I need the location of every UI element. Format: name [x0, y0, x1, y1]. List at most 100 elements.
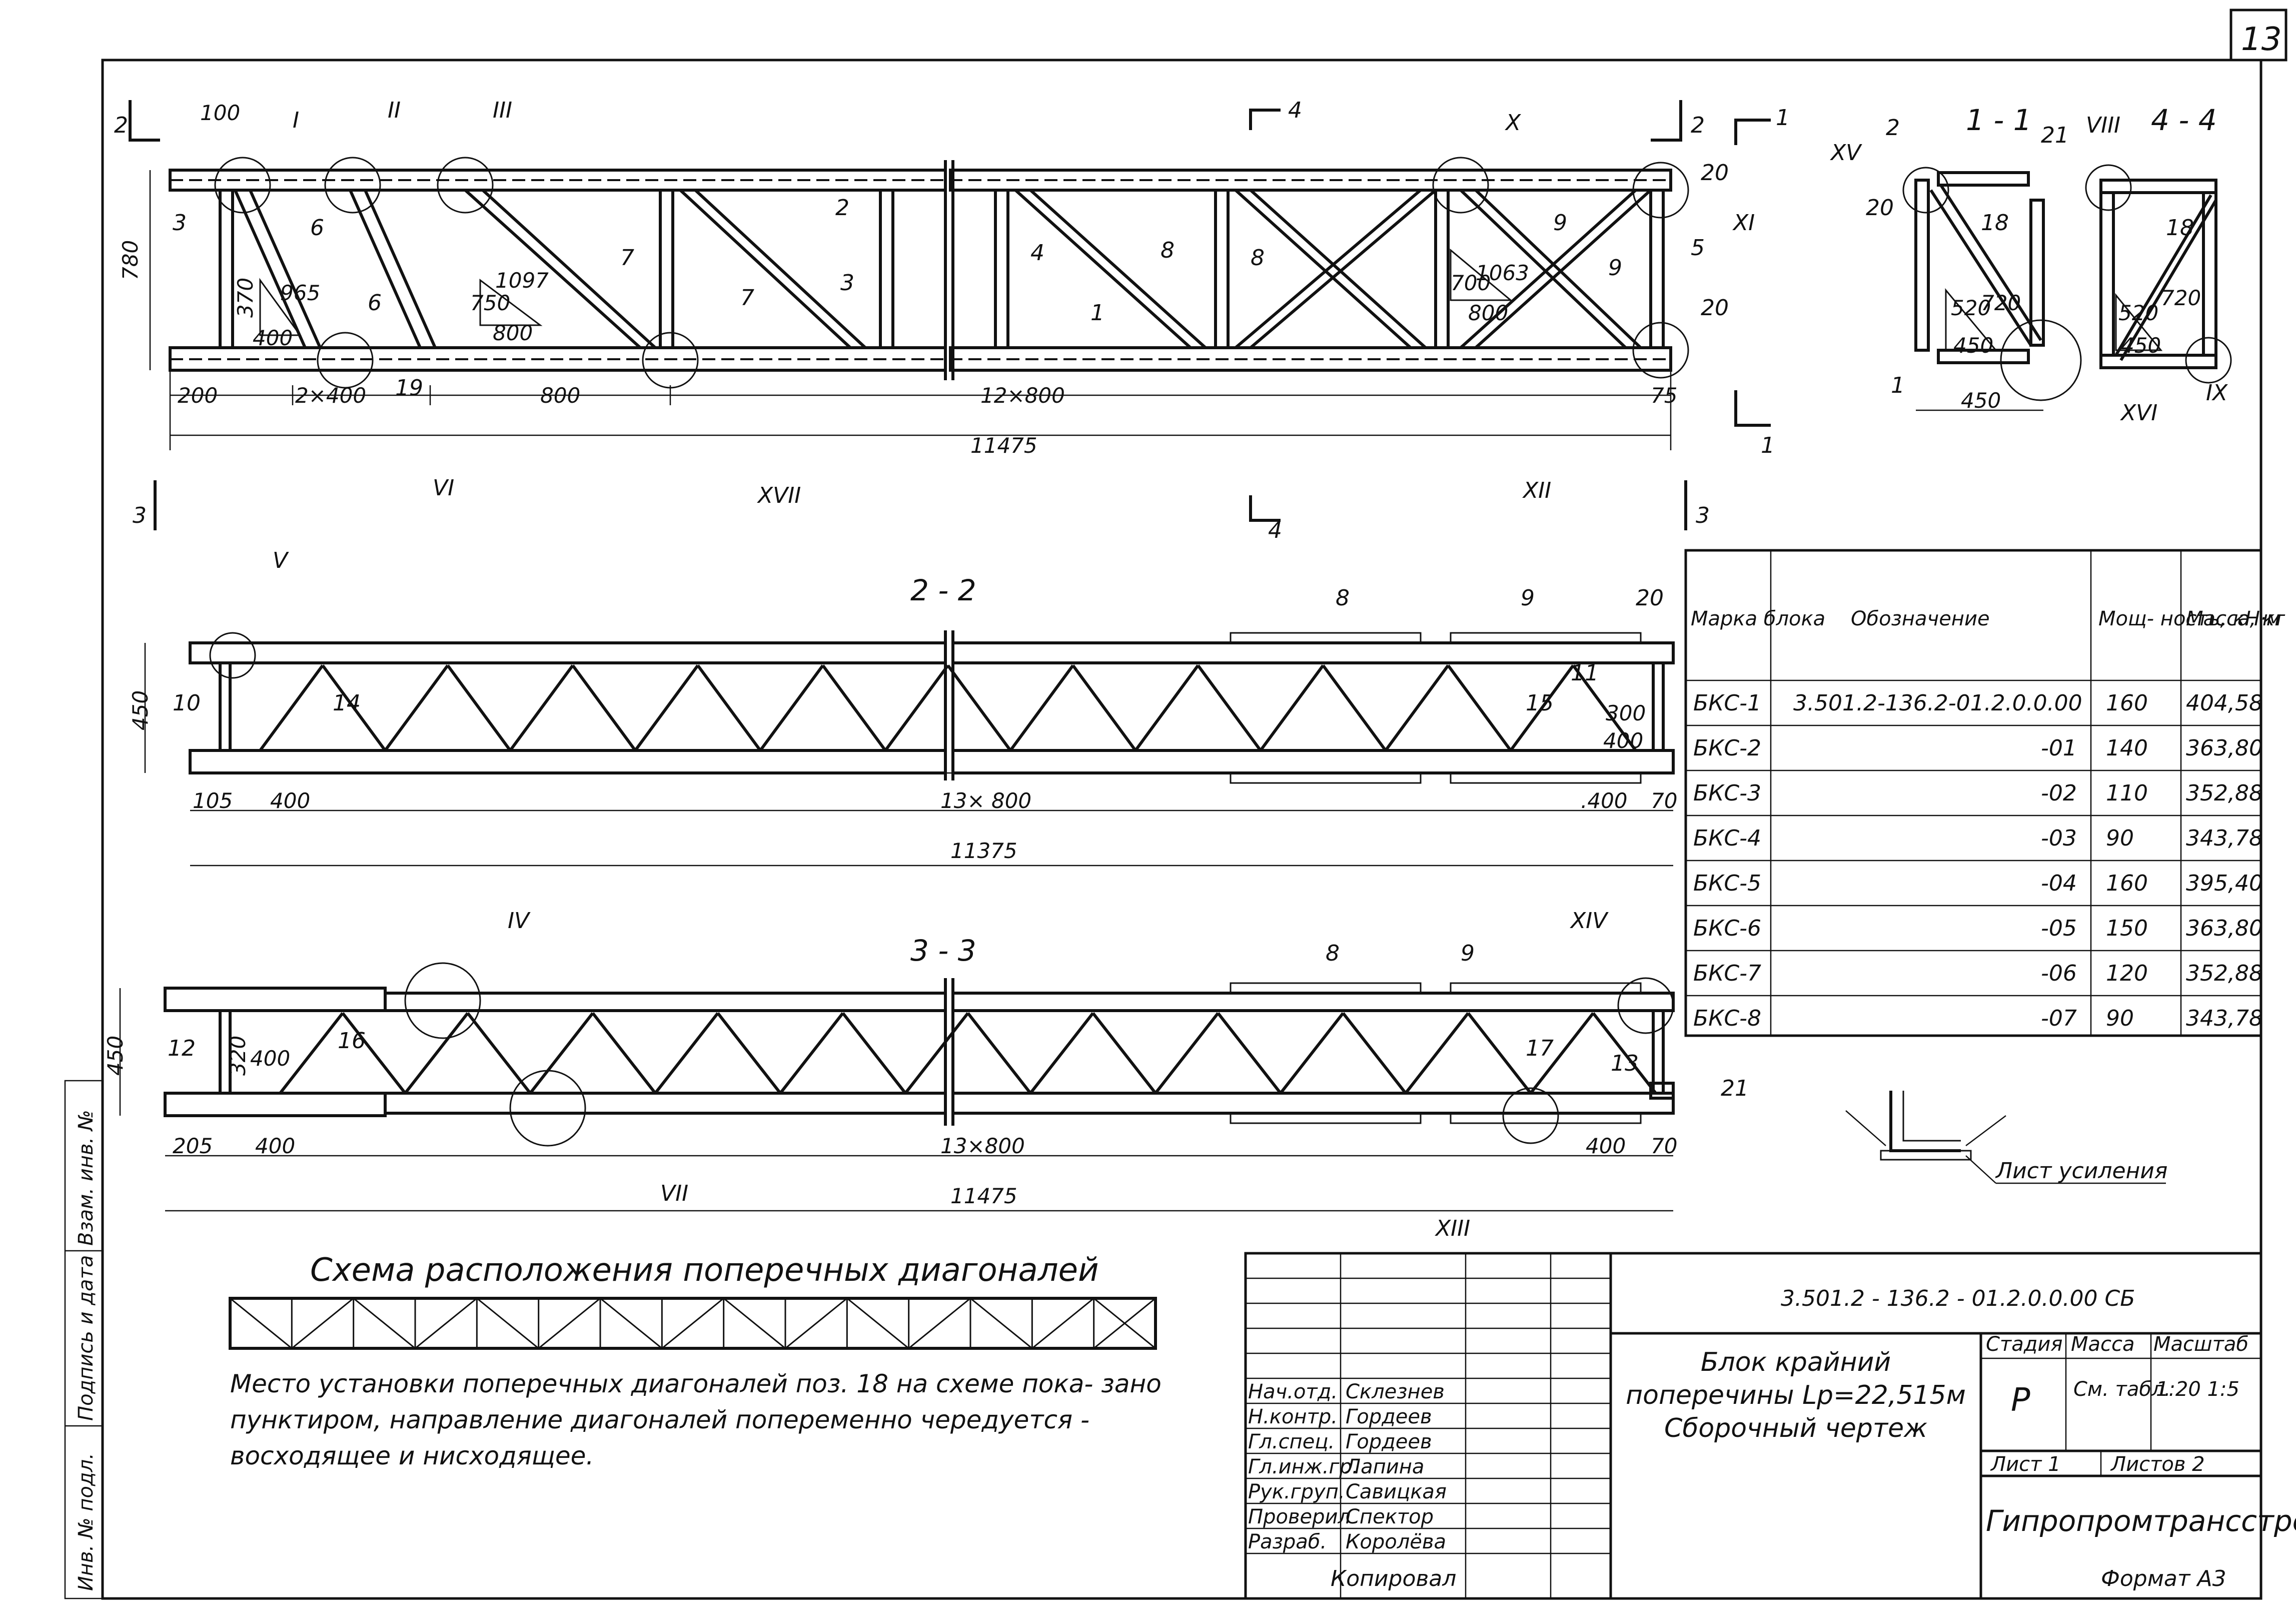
side-stamp: Инв. № подл. Подпись и дата Взам. инв. № — [64, 1080, 104, 1599]
scheme-note: Место установки поперечных диагоналей по… — [230, 1369, 1162, 1470]
stage-value: Р — [2011, 1382, 2030, 1419]
member-5: 5 — [1691, 235, 1705, 261]
staff-role: Гл.спец. — [1248, 1430, 1335, 1453]
callout-X: X — [1505, 110, 1521, 136]
table-cell-mass: 363,80 — [2186, 735, 2263, 761]
v22-13x800: 13× 800 — [940, 788, 1031, 813]
section-4-4-title: 4 - 4 — [2151, 103, 2217, 137]
v22-11: 11 — [1571, 660, 1599, 686]
v33-11475: 11475 — [950, 1184, 1017, 1208]
v22-9: 9 — [1521, 585, 1535, 611]
view-2-2: 2 - 2 V 8 9 20 10 14 11 15 300 400 450 1… — [128, 548, 1677, 867]
table-cell-mass: 352,88 — [2186, 961, 2263, 986]
sheet-number: Лист 1 — [1990, 1453, 2061, 1476]
table-cell-mark: БКС-4 — [1693, 826, 1761, 851]
view-2-2-title: 2 - 2 — [910, 573, 976, 607]
doc-name: Блок крайний поперечины Lр=22,515м Сборо… — [1626, 1347, 1966, 1443]
v22-V: V — [273, 548, 289, 573]
member-6a: 6 — [310, 215, 324, 241]
v33-400b: 400 — [255, 1134, 295, 1158]
staff-name: Склезнев — [1346, 1380, 1445, 1403]
title-block: 3.501.2 - 136.2 - 01.2.0.0.00 СБ Блок кр… — [1244, 1252, 2296, 1600]
callout-III: III — [493, 98, 512, 123]
table-cell-designation: -06 — [2041, 961, 2077, 986]
top-view-truss — [129, 100, 1771, 530]
tri-800: 800 — [493, 321, 533, 345]
view-3-3-title: 3 - 3 — [910, 934, 976, 968]
s11-21: 21 — [2041, 123, 2069, 148]
v22-11375: 11375 — [950, 839, 1017, 863]
table-cell-designation: -07 — [2041, 1006, 2077, 1031]
v22-15: 15 — [1526, 690, 1554, 716]
table-cell-mass: 343,78 — [2186, 826, 2263, 851]
section-mark-4-top: 4 — [1288, 98, 1302, 123]
callout-VI: VI — [433, 475, 454, 501]
member-2: 2 — [835, 195, 849, 221]
table-cell-mass: 404,58 — [2186, 690, 2263, 716]
table-cell-power: 150 — [2106, 916, 2148, 941]
table-cell-power: 160 — [2106, 871, 2148, 896]
member-3: 3 — [173, 210, 187, 236]
scale-value: 1:20 1:5 — [2156, 1378, 2239, 1401]
member-6b: 6 — [368, 290, 382, 316]
dim-200: 200 — [178, 383, 218, 408]
staff-name: Гордеев — [1346, 1430, 1432, 1453]
v33-9: 9 — [1461, 941, 1475, 966]
s11-520: 520 — [1951, 296, 1991, 320]
diagonal-scheme: Схема расположения поперечных диагоналей… — [229, 1252, 1162, 1470]
table-cell-mark: БКС-6 — [1693, 916, 1761, 941]
table-cell-power: 90 — [2106, 826, 2134, 851]
section-1-1: 1 - 1 XV 2 21 20 18 1 XVI 520 720 450 45… — [1830, 103, 2157, 426]
table-cell-power: 160 — [2106, 690, 2148, 716]
v33-height: 450 — [103, 1036, 128, 1076]
tri-1097: 1097 — [495, 268, 549, 293]
v33-12: 12 — [168, 1036, 196, 1061]
view-3-3: 3 - 3 IV XIV 8 9 12 16 17 13 21 VII XIII… — [103, 908, 1749, 1241]
member-1: 1 — [1090, 300, 1104, 326]
section-mark-3-left: 3 — [133, 503, 147, 528]
table-cell-mass: 352,88 — [2186, 780, 2263, 806]
s11-720: 720 — [1981, 291, 2021, 315]
table-header: Масса, кг — [2186, 607, 2285, 630]
table-header: Марка блока — [1691, 607, 1825, 630]
staff-role: Гл.инж.гр. — [1248, 1455, 1359, 1478]
v33-13x800: 13×800 — [940, 1134, 1025, 1158]
v33-16: 16 — [338, 1028, 366, 1054]
table-cell-power: 120 — [2106, 961, 2148, 986]
staff-name: Королёва — [1346, 1530, 1446, 1553]
table-cell-mark: БКС-8 — [1693, 1006, 1761, 1031]
s44-520: 520 — [2118, 301, 2158, 325]
section-mark-2-left: 2 — [114, 113, 128, 138]
v33-IV: IV — [508, 908, 531, 934]
table-header: Обозначение — [1851, 607, 1990, 630]
section-mark-4-bottom: 4 — [1268, 518, 1282, 543]
staff-name: Савицкая — [1346, 1480, 1447, 1503]
member-9b: 9 — [1608, 255, 1622, 281]
scheme-title: Схема расположения поперечных диагоналей — [310, 1252, 1099, 1289]
table-cell-mass: 363,80 — [2186, 916, 2263, 941]
stage-label: Стадия — [1986, 1333, 2062, 1356]
dim-75: 75 — [1651, 383, 1677, 408]
s11-XVI: XVI — [2120, 400, 2157, 426]
staff-name: Гордеев — [1346, 1405, 1432, 1428]
v33-400: 400 — [250, 1046, 290, 1071]
staff-role: Рук.груп. — [1248, 1480, 1345, 1503]
table-cell-power: 140 — [2106, 735, 2148, 761]
copied-by: Копировал — [1331, 1566, 1456, 1591]
section-1-1-title: 1 - 1 — [1966, 103, 2032, 137]
v22-400b: .400 — [1581, 788, 1628, 813]
v33-13: 13 — [1611, 1051, 1639, 1076]
table-cell-mass: 395,40 — [2186, 871, 2263, 896]
tri-800b: 800 — [1468, 301, 1508, 325]
section-4-4: 4 - 4 VIII 18 IX 520 720 450 — [2085, 103, 2232, 406]
s44-720: 720 — [2161, 286, 2201, 310]
table-cell-mass: 343,78 — [2186, 1006, 2263, 1031]
v22-20: 20 — [1636, 585, 1664, 611]
staff-role: Нач.отд. — [1248, 1380, 1338, 1403]
dim-12x800: 12×800 — [980, 383, 1065, 408]
s11-XV: XV — [1830, 140, 1862, 166]
tri-370: 370 — [233, 278, 258, 318]
s11-1: 1 — [1891, 373, 1905, 398]
staff-role: Проверил — [1248, 1505, 1351, 1528]
s11-width: 450 — [1961, 388, 2001, 413]
